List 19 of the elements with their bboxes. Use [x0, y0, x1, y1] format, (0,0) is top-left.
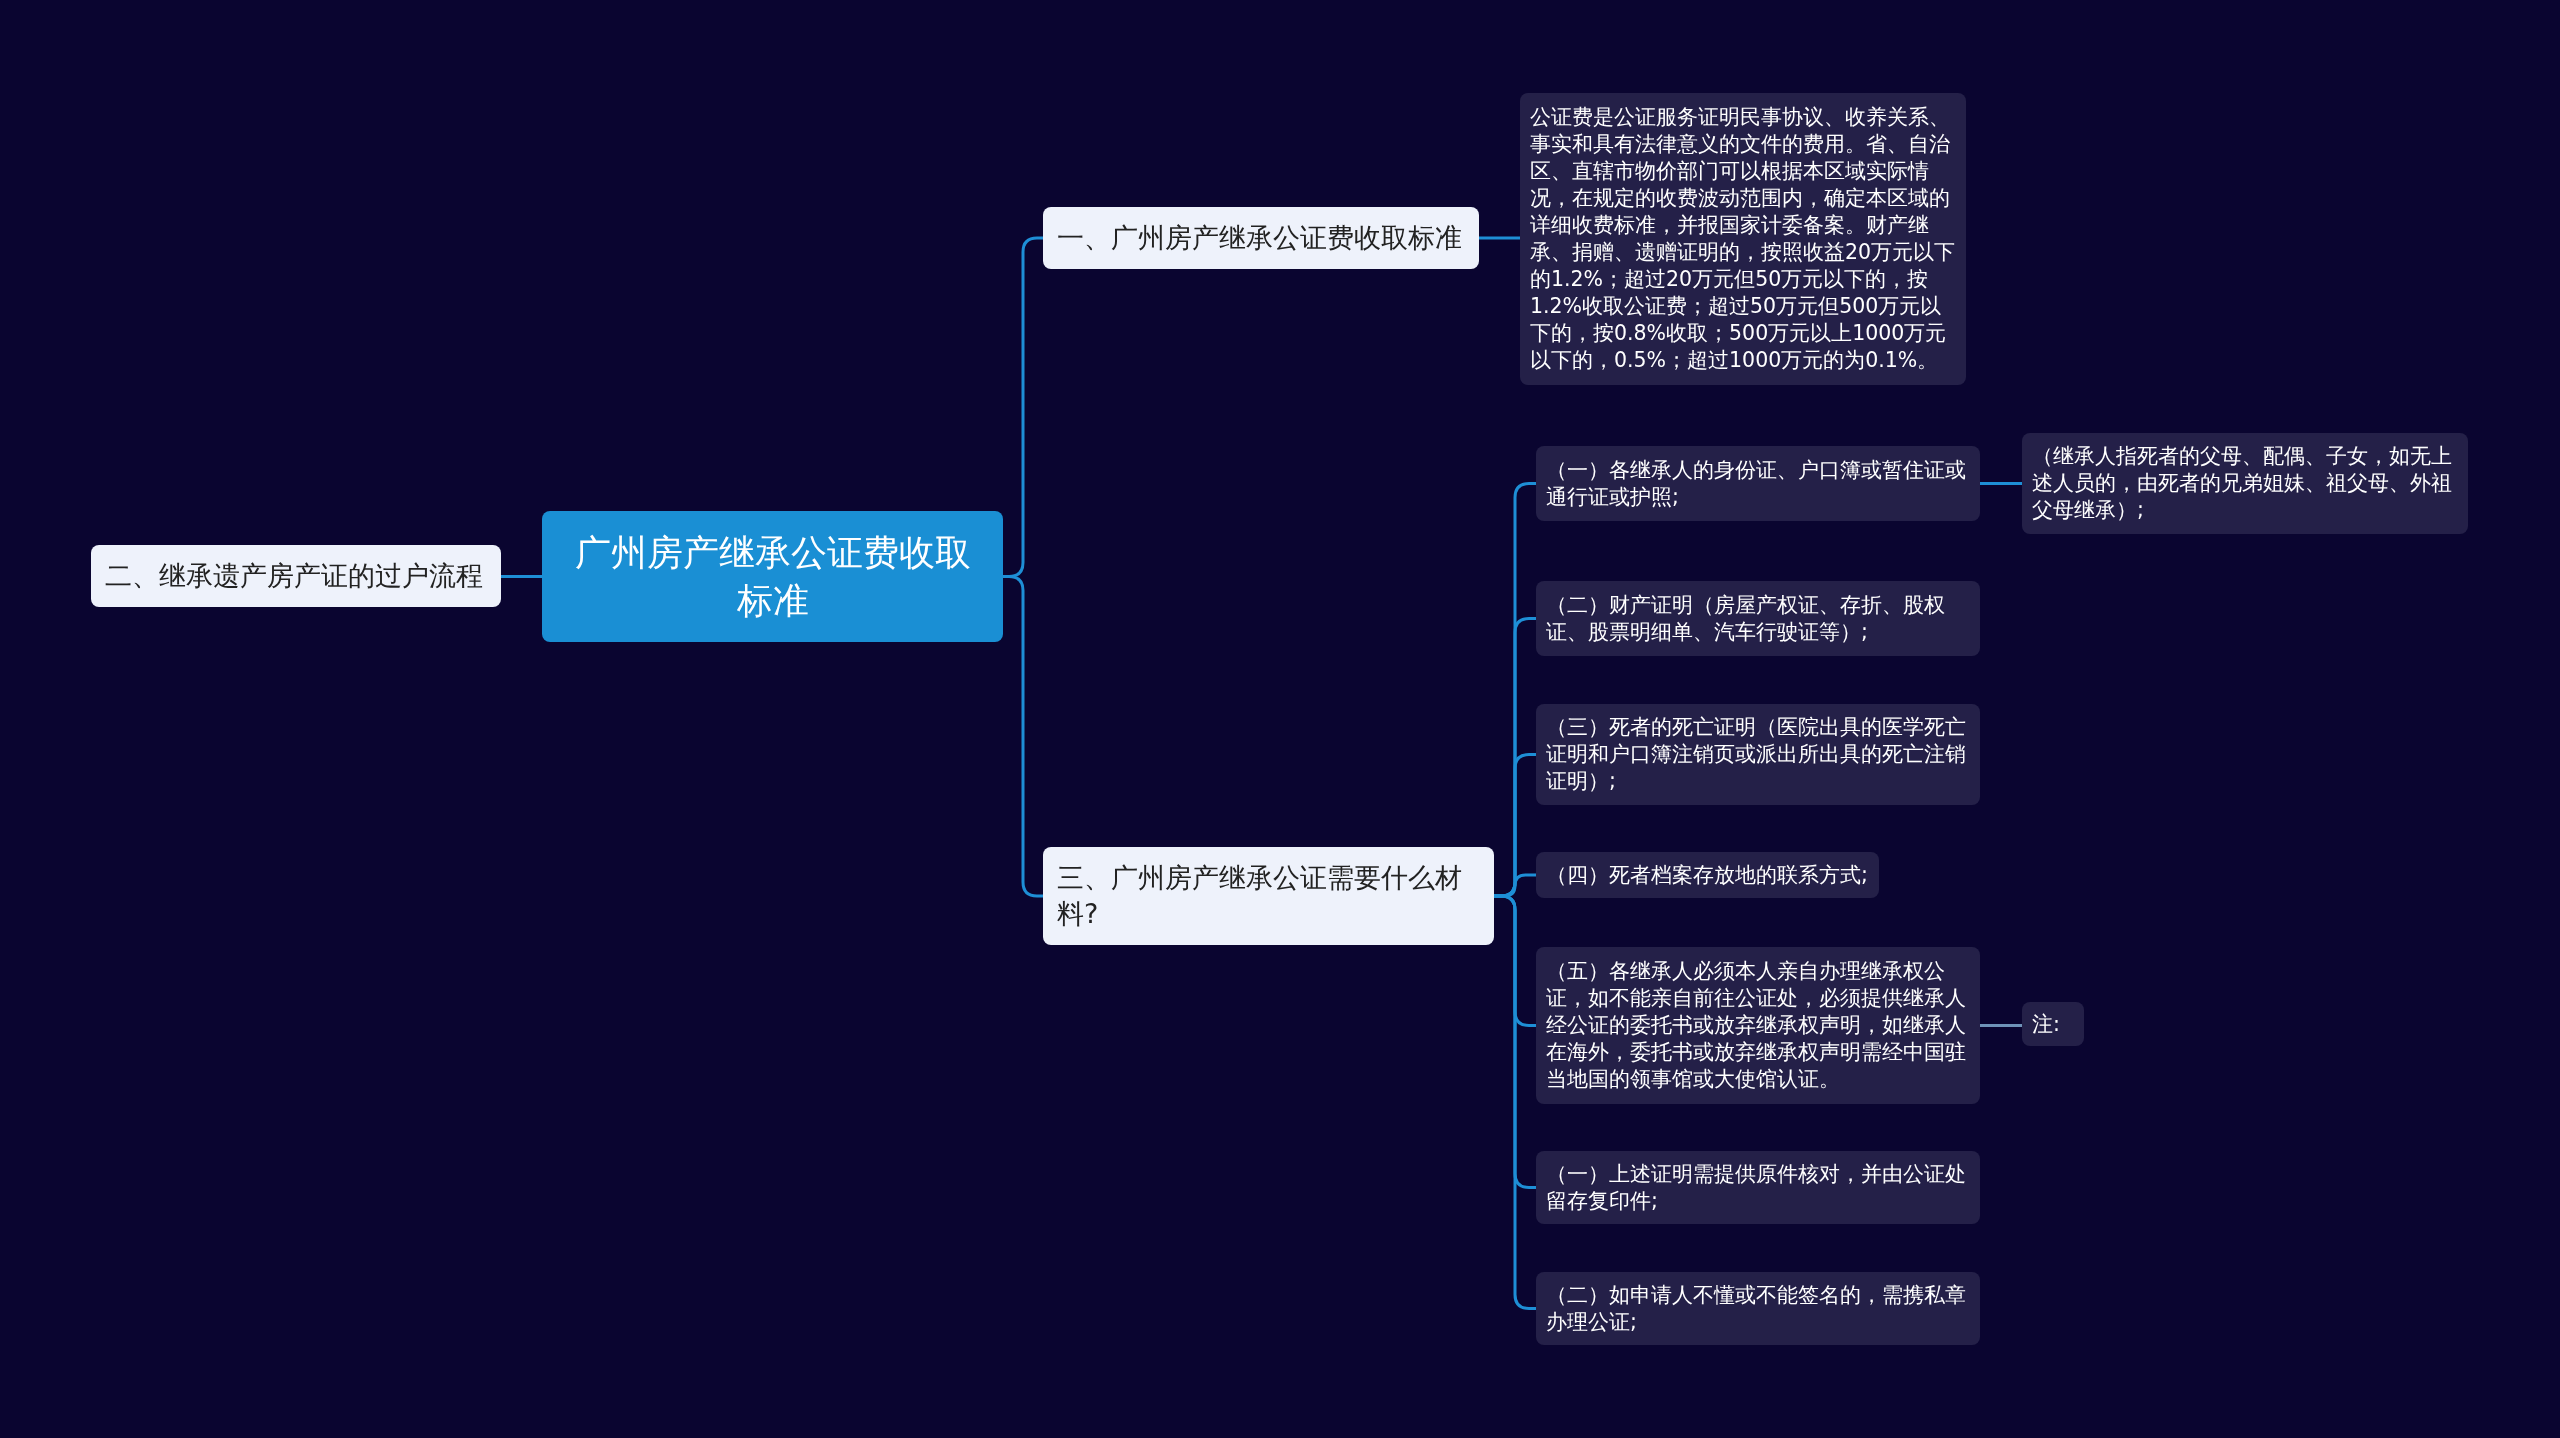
subtopic-box: （继承人指死者的父母、配偶、子女，如无上述人员的，由死者的兄弟姐妹、祖父母、外祖父母继承）;	[2022, 433, 2468, 534]
connector-line	[1980, 1024, 2022, 1027]
connector-line	[1980, 482, 2022, 485]
subtopic-box: （一）上述证明需提供原件核对，并由公证处留存复印件;	[1536, 1151, 1980, 1224]
subtopic-box: （三）死者的死亡证明（医院出具的医学死亡证明和户口簿注销页或派出所出具的死亡注销证明）;	[1536, 704, 1980, 805]
topic-box: 一、广州房产继承公证费收取标准	[1043, 207, 1479, 269]
connector-line	[1479, 236, 1520, 240]
subtopic-box: （五）各继承人必须本人亲自办理继承权公证，如不能亲自前往公证处，必须提供继承人经公证的委托书或放弃继承权声明，如继承人在海外，委托书或放弃继承权声明需经中国驻当地国的领事馆或大使馆认证。	[1536, 947, 1980, 1104]
subtopic-box: （四）死者档案存放地的联系方式;	[1536, 852, 1879, 898]
subtopic-box: （一）各继承人的身份证、户口簿或暂住证或通行证或护照;	[1536, 446, 1980, 521]
connector-line	[1494, 894, 1536, 1310]
subtopic-box: （二）财产证明（房屋产权证、存折、股权证、股票明细单、汽车行驶证等）;	[1536, 581, 1980, 656]
topic-box: 二、继承遗产房产证的过户流程	[91, 545, 501, 607]
connector-line	[501, 575, 542, 578]
text-box: 公证费是公证服务证明民事协议、收养关系、事实和具有法律意义的文件的费用。省、自治区、直辖市物价部门可以根据本区域实际情况，在规定的收费波动范围内，确定本区域的详细收费标准，并报国家计委备案。财产继承、捐赠、遗赠证明的，按照收益20万元以下的1.2%；超过20万元但50万元以下的，按1.2%收取公证费；超过50万元但500万元以下的，按0.8%收取；500万元以上1000万元以下的，0.5%；超过1000万元的为0.1%。	[1520, 93, 1966, 385]
subtopic-box: （二）如申请人不懂或不能签名的，需携私章办理公证;	[1536, 1272, 1980, 1345]
central-topic-box: 广州房产继承公证费收取标准	[542, 511, 1003, 642]
subtopic-box: 注:	[2022, 1002, 2084, 1046]
topic-box: 三、广州房产继承公证需要什么材料?	[1043, 847, 1494, 945]
